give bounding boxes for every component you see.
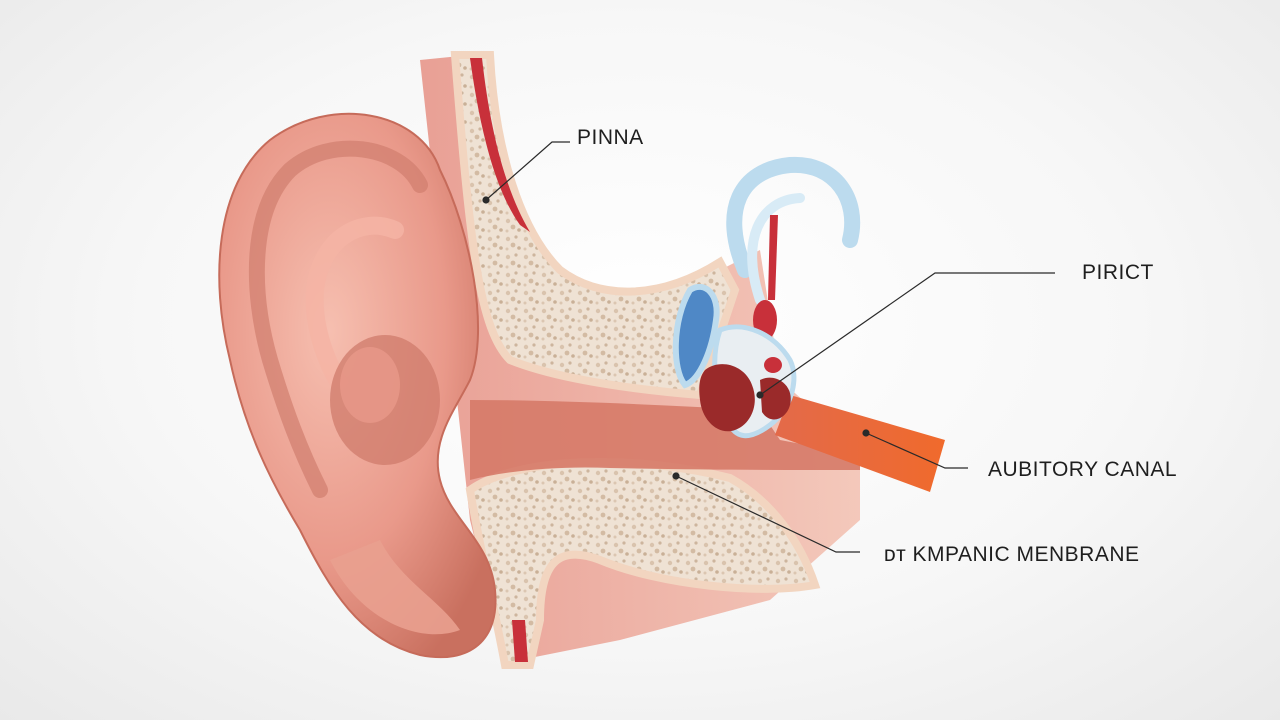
ossicle-blue [672,283,720,389]
leader-dot-membrane [672,472,680,480]
semicircular-canal-2 [747,193,805,305]
label-pirict: PIRICT [1082,261,1154,284]
label-pinna: PINNA [577,126,644,149]
leader-lines [482,141,1055,553]
leader-dot-pirict [756,391,764,399]
label-tympanic-membrane: ᴅᴛ KMPANIC MENBRANE [884,543,1140,566]
earlobe [330,540,460,635]
leader-line-canal [865,432,968,469]
semicircular-canal-red [768,215,778,300]
semicircular-canal-1 [726,156,861,278]
leader-line-membrane [675,475,860,553]
orange-tube [775,395,945,492]
vessel-upper [470,58,530,232]
cochlea-dark [699,364,755,432]
label-auditory-canal: AUBITORY CANAL [988,458,1178,481]
helix-fold [248,140,428,498]
leader-line-pinna [485,141,570,201]
cochlea-dark-2 [760,377,791,420]
leader-dot-canal [862,429,870,437]
concha-highlight [340,347,400,423]
vessel-lower [512,620,528,662]
leader-dot-pinna [482,196,490,204]
leader-line-pirict [759,272,1055,396]
oval-window [764,357,782,373]
